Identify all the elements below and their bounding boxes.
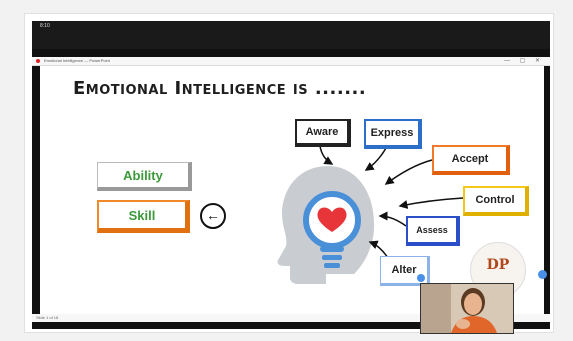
skill-label: Skill <box>97 200 190 233</box>
clock-text: 8:10 <box>40 23 50 29</box>
status-strip: Slide 1 of 18 <box>32 314 550 322</box>
participant-avatar <box>421 284 513 333</box>
window-title: Emotional Intelligence — PowerPoint <box>44 58 110 63</box>
tag-accept: Accept <box>432 145 510 175</box>
record-dot-icon <box>36 59 40 63</box>
slide-canvas: Emotional Intelligence is ....... Abilit… <box>40 66 544 316</box>
heart-icon <box>317 207 347 232</box>
left-arrow-circle-icon: ← <box>200 203 226 229</box>
logo-text: DP <box>486 257 510 273</box>
ability-label: Ability <box>97 162 192 191</box>
top-bar: 8:10 <box>32 21 550 49</box>
expand-icon[interactable] <box>538 270 547 279</box>
tag-express: Express <box>364 119 422 149</box>
head-lightbulb-icon <box>277 166 375 284</box>
presentation-titlebar: Emotional Intelligence — PowerPoint — ▢ … <box>32 57 550 66</box>
tag-assess: Assess <box>406 216 460 246</box>
slide-title: Emotional Intelligence is ....... <box>73 78 367 99</box>
participant-video[interactable] <box>420 283 514 334</box>
window-controls[interactable]: — ▢ ✕ <box>503 58 544 64</box>
pin-icon[interactable] <box>417 274 425 282</box>
tag-aware: Aware <box>295 119 351 147</box>
slide-counter: Slide 1 of 18 <box>36 315 59 320</box>
tag-control: Control <box>463 186 529 216</box>
connector-arrows <box>319 145 464 259</box>
meeting-window: 8:10 Emotional Intelligence — PowerPoint… <box>32 21 550 329</box>
